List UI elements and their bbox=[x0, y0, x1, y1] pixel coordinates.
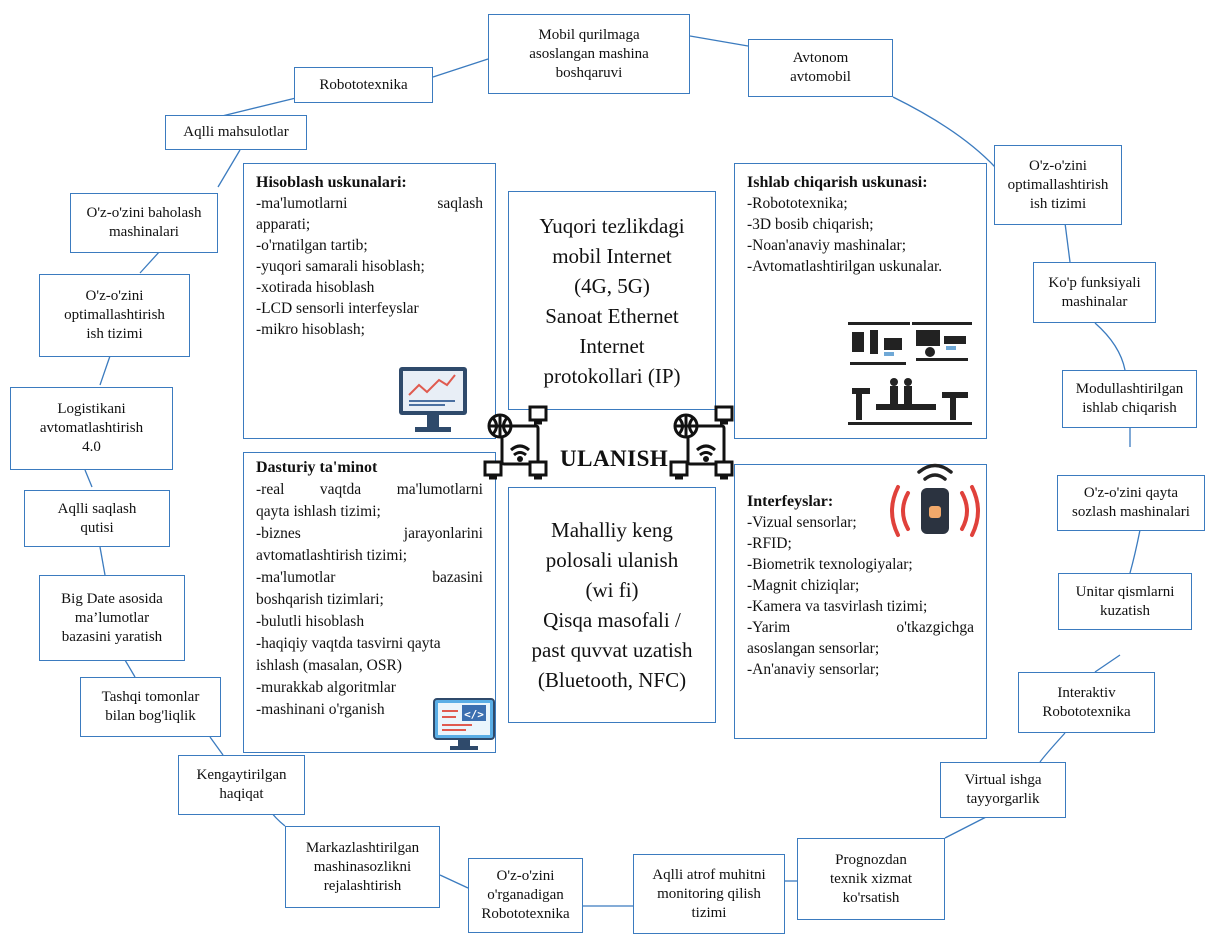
list-item: -mikro hisoblash; bbox=[256, 321, 365, 338]
node-modular: Modullashtirilgan ishlab chiqarish bbox=[1062, 370, 1197, 428]
center-top-box: Yuqori tezlikdagi mobil Internet (4G, 5G… bbox=[508, 191, 716, 410]
center-line: protokollari (IP) bbox=[543, 363, 681, 388]
list-item: -yuqori samarali hisoblash; bbox=[256, 258, 425, 275]
panel-title: Dasturiy ta'minot bbox=[256, 459, 378, 476]
panel-title: Interfeyslar: bbox=[747, 493, 834, 510]
node-smart-environment: Aqlli atrof muhitni monitoring qilish ti… bbox=[633, 854, 785, 934]
panel-title: Hisoblash uskunalari: bbox=[256, 174, 407, 191]
list-item: -biznes bbox=[256, 525, 301, 542]
list-item: -real bbox=[256, 481, 285, 498]
list-item: -o'rnatilgan tartib; bbox=[256, 237, 368, 254]
center-line: Mahalliy keng bbox=[551, 518, 673, 542]
list-item: vaqtda bbox=[319, 481, 362, 498]
list-item: -xotirada hisoblash bbox=[256, 279, 375, 296]
node-unit-tracking: Unitar qismlarni kuzatish bbox=[1058, 573, 1192, 630]
center-label: ULANISH bbox=[560, 446, 669, 471]
list-item: -murakkab algoritmlar bbox=[256, 679, 396, 696]
node-predictive-maintenance: Prognozdan texnik xizmat ko'rsatish bbox=[797, 838, 945, 920]
list-item: -Robototexnika; bbox=[747, 195, 848, 212]
list-item: o'tkazgichga bbox=[896, 619, 974, 636]
center-line: polosali ulanish bbox=[545, 548, 679, 572]
center-line: Yuqori tezlikdagi bbox=[539, 213, 685, 238]
node-augmented-reality: Kengaytirilgan haqiqat bbox=[178, 755, 305, 815]
list-item: apparati; bbox=[256, 216, 311, 233]
list-item: -Yarim bbox=[747, 619, 791, 636]
list-item: bazasini bbox=[432, 569, 483, 586]
center-line: Sanoat Ethernet bbox=[545, 303, 679, 328]
list-item: -LCD sensorli interfeyslar bbox=[256, 300, 419, 317]
node-interactive-robotics: Interaktiv Robototexnika bbox=[1018, 672, 1155, 733]
list-item: -Vizual sensorlar; bbox=[747, 514, 857, 531]
node-robotics: Robototexnika bbox=[294, 67, 433, 103]
node-self-optimizing-left: O'z-o'zini optimallashtirish ish tizimi bbox=[39, 274, 190, 357]
list-item: -RFID; bbox=[747, 535, 792, 552]
node-self-optimizing-right: O'z-o'zini optimallashtirish ish tizimi bbox=[994, 145, 1122, 225]
node-multifunction: Ko'p funksiyali mashinalar bbox=[1033, 262, 1156, 323]
monitor-chart-icon bbox=[399, 367, 467, 432]
node-smart-products: Aqlli mahsulotlar bbox=[165, 115, 307, 150]
node-autonomous-car: Avtonom avtomobil bbox=[748, 39, 893, 97]
list-item: -Biometrik texnologiyalar; bbox=[747, 556, 913, 573]
list-item: -ma'lumotlarni bbox=[256, 195, 348, 212]
panel-title: Ishlab chiqarish uskunasi: bbox=[747, 174, 928, 191]
list-item: qayta ishlash tizimi; bbox=[256, 503, 381, 520]
list-item: jarayonlarini bbox=[403, 525, 483, 542]
node-self-reconfig: O'z-o'zini qayta sozlash mashinalari bbox=[1057, 475, 1205, 531]
wireless-sensor-icon bbox=[890, 463, 980, 537]
center-line: past quvvat uzatish bbox=[531, 638, 693, 662]
monitor-code-icon: </> bbox=[433, 698, 495, 750]
list-item: asoslangan sensorlar; bbox=[747, 640, 880, 657]
node-logistics: Logistikani avtomatlashtirish 4.0 bbox=[10, 387, 173, 470]
list-item: -Kamera va tasvirlash tizimi; bbox=[747, 598, 928, 615]
center-bottom-box: Mahalliy keng polosali ulanish (wi fi) Q… bbox=[508, 487, 716, 723]
center-line: mobil Internet bbox=[552, 243, 672, 268]
list-item: -An'anaviy sensorlar; bbox=[747, 661, 880, 678]
node-big-data: Big Date asosida ma’lumotlar bazasini ya… bbox=[39, 575, 185, 661]
list-item: boshqarish tizimlari; bbox=[256, 591, 384, 608]
center-line: (Bluetooth, NFC) bbox=[537, 668, 687, 692]
list-item: -ma'lumotlar bbox=[256, 569, 336, 586]
list-item: -Noan'anaviy mashinalar; bbox=[747, 237, 907, 254]
list-item: ma'lumotlarni bbox=[396, 481, 483, 498]
node-external-links: Tashqi tomonlar bilan bog'liqlik bbox=[80, 677, 221, 737]
center-line: (4G, 5G) bbox=[574, 273, 650, 298]
network-icon bbox=[483, 405, 548, 480]
list-item: avtomatlashtirish tizimi; bbox=[256, 547, 408, 564]
center-line: Internet bbox=[579, 333, 645, 358]
list-item: -Avtomatlashtirilgan uskunalar. bbox=[747, 258, 943, 275]
list-item: -3D bosib chiqarish; bbox=[747, 216, 874, 233]
node-self-assessment: O'z-o'zini baholash mashinalari bbox=[70, 193, 218, 253]
list-item: -mashinani o'rganish bbox=[256, 701, 385, 718]
node-virtual-commissioning: Virtual ishga tayyorgarlik bbox=[940, 762, 1066, 818]
svg-text:</>: </> bbox=[464, 708, 484, 721]
node-smart-storage: Aqlli saqlash qutisi bbox=[24, 490, 170, 547]
list-item: -Magnit chiziqlar; bbox=[747, 577, 860, 594]
network-icon bbox=[669, 405, 734, 480]
center-line: (wi fi) bbox=[585, 578, 639, 602]
node-central-planning: Markazlashtirilgan mashinasozlikni rejal… bbox=[285, 826, 440, 908]
list-item: -bulutli hisoblash bbox=[256, 613, 365, 630]
node-mobil-control: Mobil qurilmaga asoslangan mashina boshq… bbox=[488, 14, 690, 94]
factory-robots-image bbox=[848, 322, 972, 425]
list-item: -haqiqiy vaqtda tasvirni qayta bbox=[256, 635, 441, 652]
list-item: saqlash bbox=[437, 195, 483, 212]
center-line: Qisqa masofali / bbox=[543, 608, 681, 632]
node-self-learning-robotics: O'z-o'zini o'rganadigan Robototexnika bbox=[468, 858, 583, 933]
list-item: ishlash (masalan, OSR) bbox=[256, 657, 402, 674]
